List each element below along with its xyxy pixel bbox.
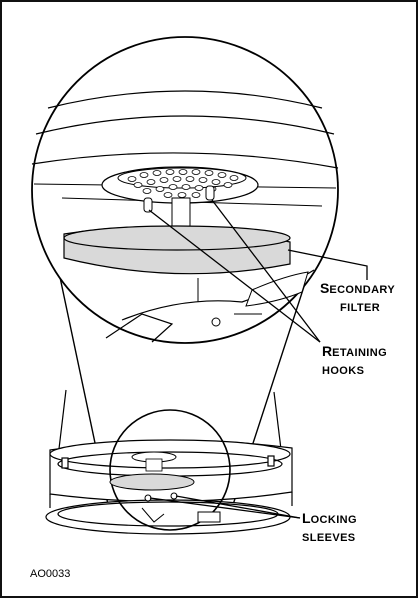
disc-holes (127, 169, 239, 198)
leader-sleeve-left (149, 497, 301, 519)
retaining-hook-left (143, 197, 153, 213)
retaining-hook-right (205, 185, 215, 201)
leader-secondary-filter (287, 249, 368, 280)
retaining-hooks-label: RETAINING HOOKS (322, 343, 388, 378)
magnified-view (31, 36, 339, 344)
housing-detail-circle (109, 409, 231, 531)
leader-hook-right (211, 199, 321, 343)
figure-id: AO0033 (30, 568, 71, 580)
locking-sleeves-label: LOCKING SLEEVES (302, 510, 357, 545)
leader-hook-left (148, 209, 321, 343)
leader-sleeve-right (175, 495, 301, 519)
leader-lines (148, 199, 368, 519)
secondary-filter-label: SECONDARY FILTER (320, 280, 396, 315)
